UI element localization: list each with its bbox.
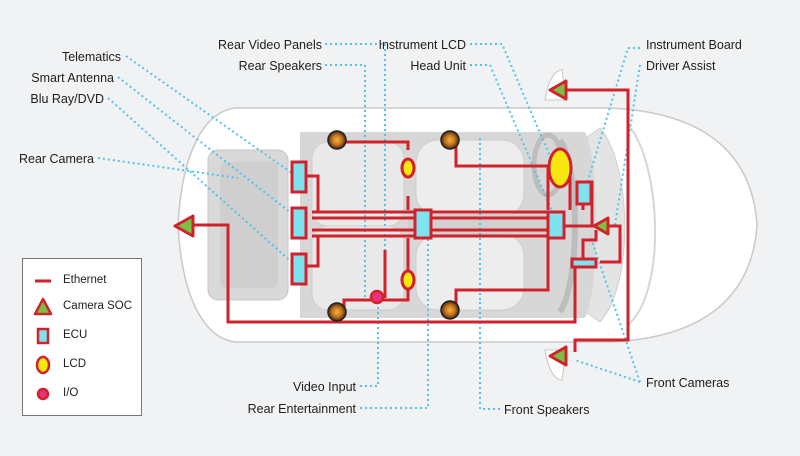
legend-item-ecu: ECU [23,326,141,346]
label-front-cameras: Front Cameras [646,376,730,390]
front-camera-left-soc [548,79,568,101]
instrument-board-ecu [575,180,593,206]
rear-entertainment-ecu [413,208,433,240]
legend: Ethernet Camera SOC ECU LCD I/O [22,258,142,416]
video-input-io [369,289,385,305]
legend-label: Ethernet [63,274,107,286]
legend-label: I/O [63,387,79,399]
label-blu-ray-dvd: Blu Ray/DVD [30,92,104,106]
label-video-input: Video Input [292,380,356,394]
label-front-speakers: Front Speakers [504,403,590,417]
instrument-lcd [547,147,573,189]
driver-assist-ecu [570,257,598,269]
legend-item-camera-soc: Camera SOC [23,297,141,317]
legend-label: LCD [63,358,87,370]
rear-video-panel-right-lcd [400,269,416,291]
rectangle-icon [36,327,50,345]
label-smart-antenna: Smart Antenna [31,71,114,85]
head-unit-ecu [546,210,566,240]
blu-ray-dvd-ecu [290,252,308,286]
speakers [327,130,460,322]
rear-camera-soc [173,214,195,238]
rear-speaker-left [327,130,347,150]
circle-icon [36,387,50,401]
label-rear-video-panels: Rear Video Panels [217,38,322,52]
label-telematics: Telematics [61,50,121,64]
ethernet-line-icon [35,279,51,283]
label-instrument-lcd: Instrument LCD [378,38,466,52]
legend-label: ECU [63,329,88,341]
label-instrument-board: Instrument Board [646,38,742,52]
driver-assist-camera-soc [592,216,610,236]
front-camera-right-soc [548,345,568,367]
legend-item-ethernet: Ethernet [23,271,141,291]
label-driver-assist: Driver Assist [646,59,716,73]
front-speaker-right [440,300,460,320]
car-body [177,69,758,381]
telematics-ecu [290,160,308,194]
label-head-unit: Head Unit [410,59,466,73]
rear-video-panel-left-lcd [400,157,416,179]
label-rear-speakers: Rear Speakers [238,59,322,73]
legend-label: Camera SOC [63,300,133,312]
front-speaker-left [440,130,460,150]
smart-antenna-ecu [290,206,308,240]
triangle-icon [33,297,53,316]
rear-speaker-right [327,302,347,322]
label-rear-camera: Rear Camera [18,152,94,166]
legend-item-io: I/O [23,384,141,404]
ellipse-icon [35,355,51,375]
legend-item-lcd: LCD [23,355,141,375]
label-rear-entertainment: Rear Entertainment [247,402,356,416]
